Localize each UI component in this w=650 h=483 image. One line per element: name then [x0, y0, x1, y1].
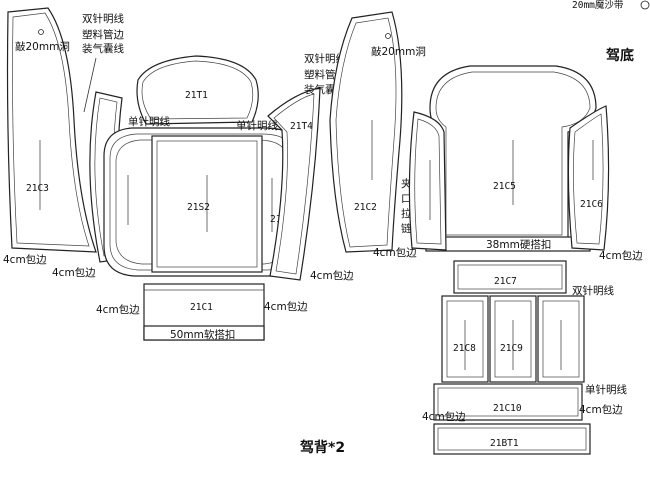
edge-note-8: 4cm包边 [579, 403, 623, 416]
zipper-char-4: 链 [401, 222, 412, 235]
leader-line [83, 57, 97, 113]
piece-label-21c3: 21C3 [26, 183, 49, 194]
title-back: 驾背*2 [299, 439, 345, 456]
piece-21c9: 21C9 [489, 295, 537, 383]
piece-panel-right [537, 295, 585, 383]
piece-label-21bt1: 21BT1 [490, 438, 519, 449]
single-note-right: 单针明线 [236, 119, 278, 132]
title-bottom: 驾底 [605, 47, 634, 64]
twin-note-left-2: 塑料管边 [82, 28, 124, 41]
edge-note-6: 4cm包边 [373, 246, 417, 259]
edge-note-2: 4cm包边 [52, 266, 96, 279]
piece-21c2: 21C2 [329, 11, 403, 253]
piece-21bt1: 21BT1 [433, 423, 591, 455]
piece-21c5: 21C5 38mm硬搭扣 [425, 65, 597, 252]
piece-label-21c8: 21C8 [453, 343, 476, 354]
hole-marker [38, 29, 44, 35]
piece-21c3: 21C3 [6, 7, 97, 253]
hole-marker [385, 33, 391, 39]
piece-side-left-c5 [408, 111, 447, 251]
piece-label-21c9: 21C9 [500, 343, 523, 354]
piece-21t4-wing [267, 87, 321, 281]
edge-note-3: 4cm包边 [96, 303, 140, 316]
edge-note-c10-left: 4cm包边 [422, 410, 466, 423]
piece-21s2: 21S2 21T3 [103, 127, 301, 277]
twin-note-c7: 双针明线 [572, 284, 614, 297]
twin-note-right-1: 双针明线 [304, 52, 346, 65]
piece-label-21c2: 21C2 [354, 202, 377, 213]
piece-label-21c7: 21C7 [494, 276, 517, 287]
piece-label-21c1: 21C1 [190, 302, 213, 313]
piece-label-21c10: 21C10 [493, 403, 522, 414]
velcro-38-note: 38mm硬搭扣 [486, 238, 551, 251]
piece-21c10: 21C10 [433, 383, 583, 421]
hole-note-right: 敲20mm洞 [371, 45, 426, 58]
edge-note-4: 4cm包边 [264, 300, 308, 313]
hole-note-left: 敲20mm洞 [15, 40, 70, 53]
edge-note-7: 4cm包边 [599, 249, 643, 262]
zipper-char-1: 夹 [401, 177, 412, 190]
twin-note-left-3: 装气囊线 [82, 42, 124, 55]
piece-21c7: 21C7 [453, 260, 567, 294]
piece-21c1: 21C1 50mm软搭扣 [143, 283, 265, 341]
velcro-50-note: 50mm软搭扣 [170, 328, 235, 341]
zipper-char-3: 拉 [401, 207, 412, 220]
piece-21c6: 21C6 [567, 105, 610, 251]
edge-note-5: 4cm包边 [310, 269, 354, 282]
piece-21t1: 21T1 [136, 55, 259, 125]
single-note-left: 单针明线 [128, 115, 170, 128]
top-right-marker [640, 0, 650, 10]
piece-label-21c5: 21C5 [493, 181, 516, 192]
zipper-char-2: 口 [401, 193, 412, 205]
piece-label-21t1: 21T1 [185, 90, 208, 101]
single-note-c10: 单针明线 [585, 383, 627, 396]
twin-note-left-1: 双针明线 [82, 12, 124, 25]
top-right-note: 20mm魔沙带 [572, 0, 624, 11]
edge-note-1: 4cm包边 [3, 253, 47, 266]
piece-label-21c6: 21C6 [580, 199, 603, 210]
piece-label-21t4: 21T4 [290, 121, 313, 132]
piece-label-21s2: 21S2 [187, 202, 210, 213]
piece-21c8: 21C8 [441, 295, 489, 383]
